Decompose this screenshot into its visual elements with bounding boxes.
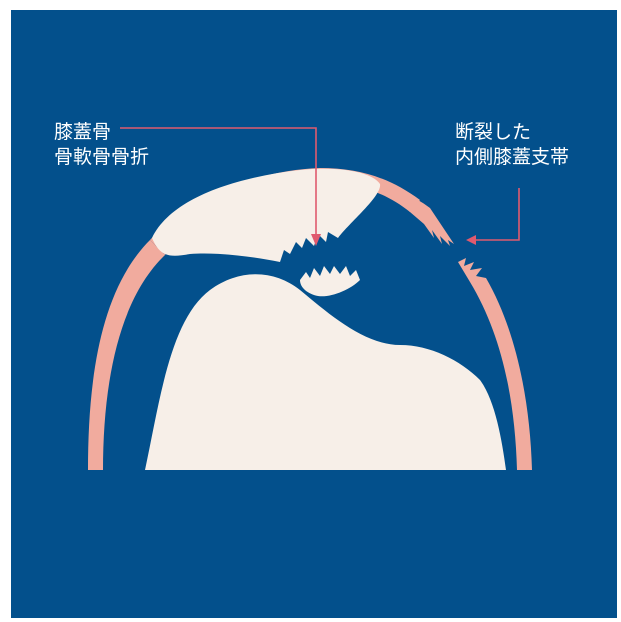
patella-fracture-label: 膝蓋骨 骨軟骨骨折 bbox=[54, 120, 149, 170]
retinaculum-label-line2: 内側膝蓋支帯 bbox=[455, 146, 570, 168]
retinaculum-label: 断裂した 内側膝蓋支帯 bbox=[455, 120, 569, 170]
fracture-pointer-line bbox=[120, 127, 317, 240]
fracture-pointer-arrowhead bbox=[311, 234, 321, 246]
medial-retinaculum-lower bbox=[458, 258, 532, 470]
retinaculum-label-line1: 断裂した bbox=[455, 121, 532, 143]
patella-fracture-label-line2: 骨軟骨骨折 bbox=[54, 146, 150, 168]
patella-fracture-label-line1: 膝蓋骨 bbox=[54, 121, 112, 143]
lateral-retinaculum bbox=[88, 240, 165, 470]
medial-retinaculum-upper bbox=[378, 182, 454, 246]
femur bbox=[145, 274, 506, 470]
patella bbox=[152, 168, 381, 262]
osteochondral-fragment bbox=[300, 266, 360, 297]
retinaculum-pointer-arrowhead bbox=[466, 235, 476, 245]
retinaculum-pointer-line bbox=[472, 188, 520, 241]
